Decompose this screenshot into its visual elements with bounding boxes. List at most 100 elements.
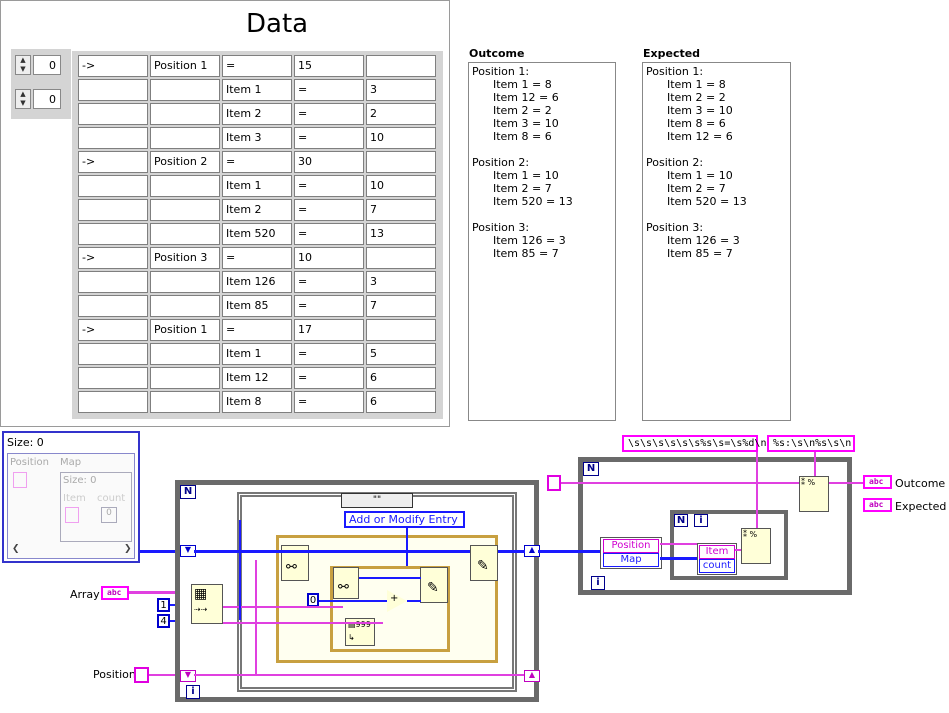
- table-cell[interactable]: 6: [366, 391, 436, 413]
- case-selector-label[interactable]: "": [341, 493, 413, 508]
- table-cell[interactable]: =: [222, 247, 292, 269]
- table-cell[interactable]: [150, 367, 220, 389]
- table-cell[interactable]: Position 2: [150, 151, 220, 173]
- outer-format-string-constant[interactable]: %s:\s\n%s\s\n: [767, 435, 855, 452]
- table-cell[interactable]: Position 3: [150, 247, 220, 269]
- table-cell[interactable]: 7: [366, 199, 436, 221]
- table-cell[interactable]: =: [222, 55, 292, 77]
- inner-value-field[interactable]: 0: [101, 507, 117, 523]
- unbundle-outer-node[interactable]: Position Map: [600, 537, 662, 569]
- table-cell[interactable]: [150, 79, 220, 101]
- table-cell[interactable]: Item 1: [222, 79, 292, 101]
- map-key-field[interactable]: [13, 472, 27, 488]
- row-index-field[interactable]: 0: [33, 55, 61, 75]
- table-cell[interactable]: Item 2: [222, 103, 292, 125]
- table-cell[interactable]: [366, 55, 436, 77]
- table-cell[interactable]: Item 126: [222, 271, 292, 293]
- decrement-icon[interactable]: ▼: [20, 65, 26, 73]
- table-cell[interactable]: ->: [78, 55, 148, 77]
- table-cell[interactable]: ->: [78, 151, 148, 173]
- map-mode-ring[interactable]: Add or Modify Entry: [344, 511, 465, 528]
- table-cell[interactable]: 10: [366, 127, 436, 149]
- table-cell[interactable]: 6: [366, 367, 436, 389]
- column-index-spinner[interactable]: ▲ ▼: [15, 89, 31, 109]
- spreadsheet-to-array-node[interactable]: ▦ ⇢⇢: [191, 584, 223, 624]
- table-cell[interactable]: [78, 175, 148, 197]
- inner-map-replace-node[interactable]: ✎: [420, 567, 448, 603]
- table-cell[interactable]: =: [294, 295, 364, 317]
- table-cell[interactable]: =: [294, 175, 364, 197]
- table-cell[interactable]: [366, 247, 436, 269]
- table-cell[interactable]: Item 12: [222, 367, 292, 389]
- array-terminal[interactable]: abc: [101, 586, 129, 600]
- table-cell[interactable]: [150, 127, 220, 149]
- table-cell[interactable]: [150, 295, 220, 317]
- table-cell[interactable]: [78, 199, 148, 221]
- table-cell[interactable]: [78, 343, 148, 365]
- increment-icon[interactable]: ▲: [20, 90, 26, 98]
- table-cell[interactable]: [366, 151, 436, 173]
- map-constant[interactable]: Size: 0 Position Map Size: 0 Item count …: [2, 431, 140, 563]
- format-into-string-inner-node[interactable]: ⁑ %: [741, 528, 771, 564]
- default-count-constant[interactable]: 0: [307, 593, 319, 607]
- table-cell[interactable]: =: [294, 199, 364, 221]
- table-cell[interactable]: =: [294, 79, 364, 101]
- outcome-indicator-terminal[interactable]: abc: [863, 475, 892, 489]
- table-cell[interactable]: =: [294, 223, 364, 245]
- string-shift-register-init[interactable]: [547, 475, 561, 491]
- inner-map-constant[interactable]: Size: 0 Item count 0: [60, 472, 132, 542]
- table-cell[interactable]: 10: [294, 247, 364, 269]
- table-cell[interactable]: [78, 223, 148, 245]
- table-cell[interactable]: 2: [366, 103, 436, 125]
- table-cell[interactable]: 17: [294, 319, 364, 341]
- decrement-icon[interactable]: ▼: [20, 99, 26, 107]
- inner-format-string-constant[interactable]: \s\s\s\s\s\s%s\s=\s%d\n: [622, 435, 766, 452]
- table-cell[interactable]: Item 520: [222, 223, 292, 245]
- table-cell[interactable]: [78, 127, 148, 149]
- expected-indicator[interactable]: Position 1: Item 1 = 8 Item 2 = 2 Item 3…: [642, 62, 791, 421]
- table-cell[interactable]: Item 3: [222, 127, 292, 149]
- table-cell[interactable]: [150, 391, 220, 413]
- table-cell[interactable]: [78, 295, 148, 317]
- table-cell[interactable]: Position 1: [150, 319, 220, 341]
- table-cell[interactable]: =: [294, 271, 364, 293]
- table-cell[interactable]: 15: [294, 55, 364, 77]
- unbundle-inner-node[interactable]: Item count: [697, 543, 737, 575]
- inner-map-get-node[interactable]: ⚯: [333, 567, 359, 599]
- table-cell[interactable]: Item 85: [222, 295, 292, 317]
- table-cell[interactable]: Item 8: [222, 391, 292, 413]
- table-cell[interactable]: ->: [78, 247, 148, 269]
- row-count-constant[interactable]: 1: [157, 598, 170, 612]
- table-cell[interactable]: [150, 175, 220, 197]
- table-cell[interactable]: [78, 367, 148, 389]
- table-cell[interactable]: Item 1: [222, 175, 292, 197]
- table-cell[interactable]: [78, 391, 148, 413]
- table-cell[interactable]: 13: [366, 223, 436, 245]
- row-index-spinner[interactable]: ▲ ▼: [15, 55, 31, 75]
- scroll-left-icon[interactable]: ❮: [12, 544, 20, 554]
- column-count-constant[interactable]: 4: [157, 614, 170, 628]
- format-into-string-outer-node[interactable]: ⁑ %: [799, 476, 829, 512]
- table-cell[interactable]: =: [294, 367, 364, 389]
- table-cell[interactable]: =: [222, 319, 292, 341]
- table-cell[interactable]: [150, 199, 220, 221]
- expected-indicator-terminal[interactable]: abc: [863, 498, 892, 512]
- table-cell[interactable]: Item 1: [222, 343, 292, 365]
- table-cell[interactable]: 7: [366, 295, 436, 317]
- table-cell[interactable]: =: [294, 391, 364, 413]
- table-cell[interactable]: [150, 223, 220, 245]
- table-cell[interactable]: 5: [366, 343, 436, 365]
- table-cell[interactable]: [150, 103, 220, 125]
- table-cell[interactable]: [366, 319, 436, 341]
- table-cell[interactable]: [150, 343, 220, 365]
- table-cell[interactable]: 3: [366, 79, 436, 101]
- map-replace-node[interactable]: ✎: [470, 545, 498, 581]
- inner-key-field[interactable]: [65, 507, 79, 523]
- table-cell[interactable]: =: [294, 127, 364, 149]
- table-cell[interactable]: =: [294, 343, 364, 365]
- table-cell[interactable]: ->: [78, 319, 148, 341]
- column-index-field[interactable]: 0: [33, 89, 61, 109]
- outcome-indicator[interactable]: Position 1: Item 1 = 8 Item 12 = 6 Item …: [468, 62, 616, 421]
- add-icon[interactable]: [387, 590, 407, 612]
- increment-icon[interactable]: ▲: [20, 56, 26, 64]
